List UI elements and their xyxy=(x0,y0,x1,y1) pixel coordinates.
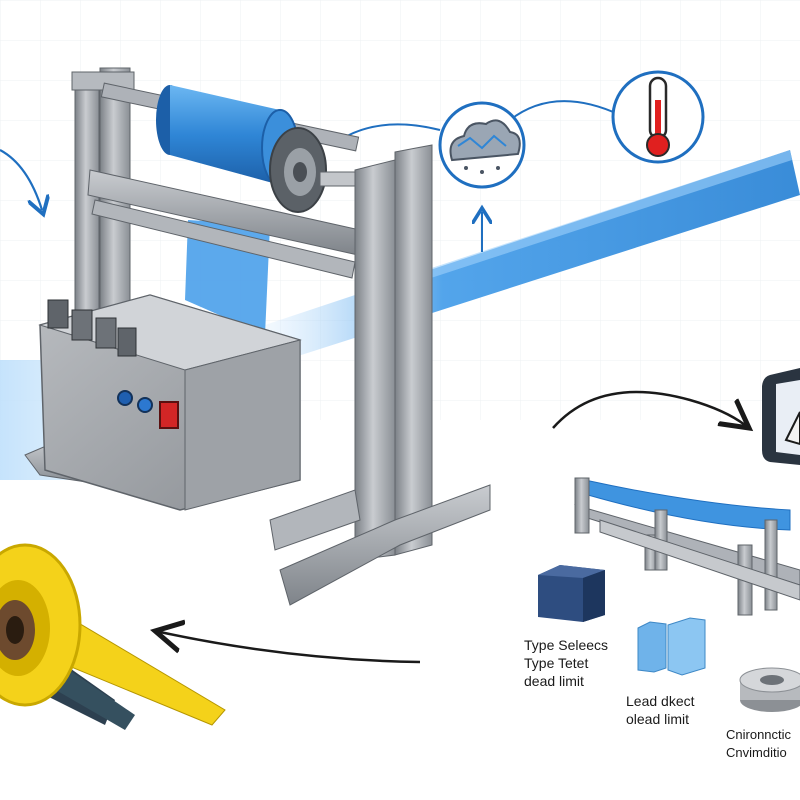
label-lead-direct: Lead dkect xyxy=(626,693,695,709)
label-conditions-2: Cnvimditio xyxy=(726,745,787,760)
weather-cloud-icon xyxy=(438,101,526,189)
label-dead-limit: dead limit xyxy=(524,673,584,689)
curved-arrow-right xyxy=(552,390,745,428)
thermometer-icon xyxy=(611,70,705,164)
arrow-left-bottom xyxy=(160,632,421,664)
label-lead-limit: olead limit xyxy=(626,711,690,727)
label-type-test: Type Tetet xyxy=(524,655,589,671)
label-type-selects: Type Seleecs xyxy=(524,637,609,653)
connector-line-2 xyxy=(509,100,621,121)
label-group-conditions: Cnironnctic Cnvimditio xyxy=(726,726,791,762)
conveyor-track xyxy=(574,477,800,616)
yellow-tape-roll xyxy=(0,543,226,730)
navy-block xyxy=(538,565,605,622)
tape-dispensing-machine xyxy=(24,67,491,606)
blue-arrow-topleft xyxy=(0,149,42,210)
label-group-type: Type Seleecs Type Tetet dead limit xyxy=(524,636,608,690)
light-blue-blocks xyxy=(637,617,706,676)
blue-stream-highlight xyxy=(380,150,792,293)
tape-spool-stack xyxy=(739,667,800,712)
label-group-lead: Lead dkect olead limit xyxy=(626,692,695,728)
warning-tablet-icon xyxy=(762,368,800,465)
label-conditions-1: Cnironnctic xyxy=(726,727,792,742)
